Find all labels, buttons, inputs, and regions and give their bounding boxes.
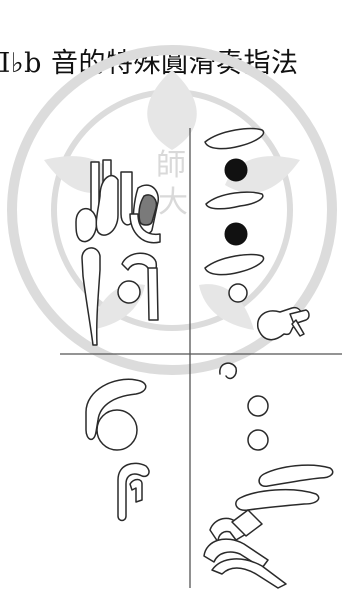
- key-1-pressed: [225, 159, 247, 181]
- key-open: [229, 284, 247, 302]
- stem-key: [148, 268, 158, 320]
- key-3-pressed: [225, 223, 247, 245]
- small-ring-key: [118, 281, 140, 303]
- curl-key: [220, 363, 237, 378]
- large-ring-key: [97, 410, 137, 450]
- long-lever-key-1: [259, 465, 333, 486]
- front-f-key: [205, 129, 264, 149]
- hook-palm-key: [118, 463, 149, 520]
- watermark-text-top: 師: [156, 148, 186, 183]
- ring-key-1: [248, 396, 268, 416]
- round-key-left: [76, 209, 97, 242]
- bottom-left-keys: [86, 379, 149, 520]
- bis-key: [206, 192, 263, 209]
- bottom-right-keys: [204, 363, 333, 588]
- hook-palm-inner: [130, 480, 142, 503]
- g-sharp-key: [205, 255, 264, 275]
- watermark-text-bottom: 大: [158, 185, 188, 220]
- pinky-lever-tail: [292, 320, 304, 336]
- long-lever-key-2: [236, 490, 319, 511]
- low-key-bottom: [212, 559, 286, 588]
- ring-key-2: [248, 430, 268, 450]
- long-spatula-key: [82, 248, 100, 345]
